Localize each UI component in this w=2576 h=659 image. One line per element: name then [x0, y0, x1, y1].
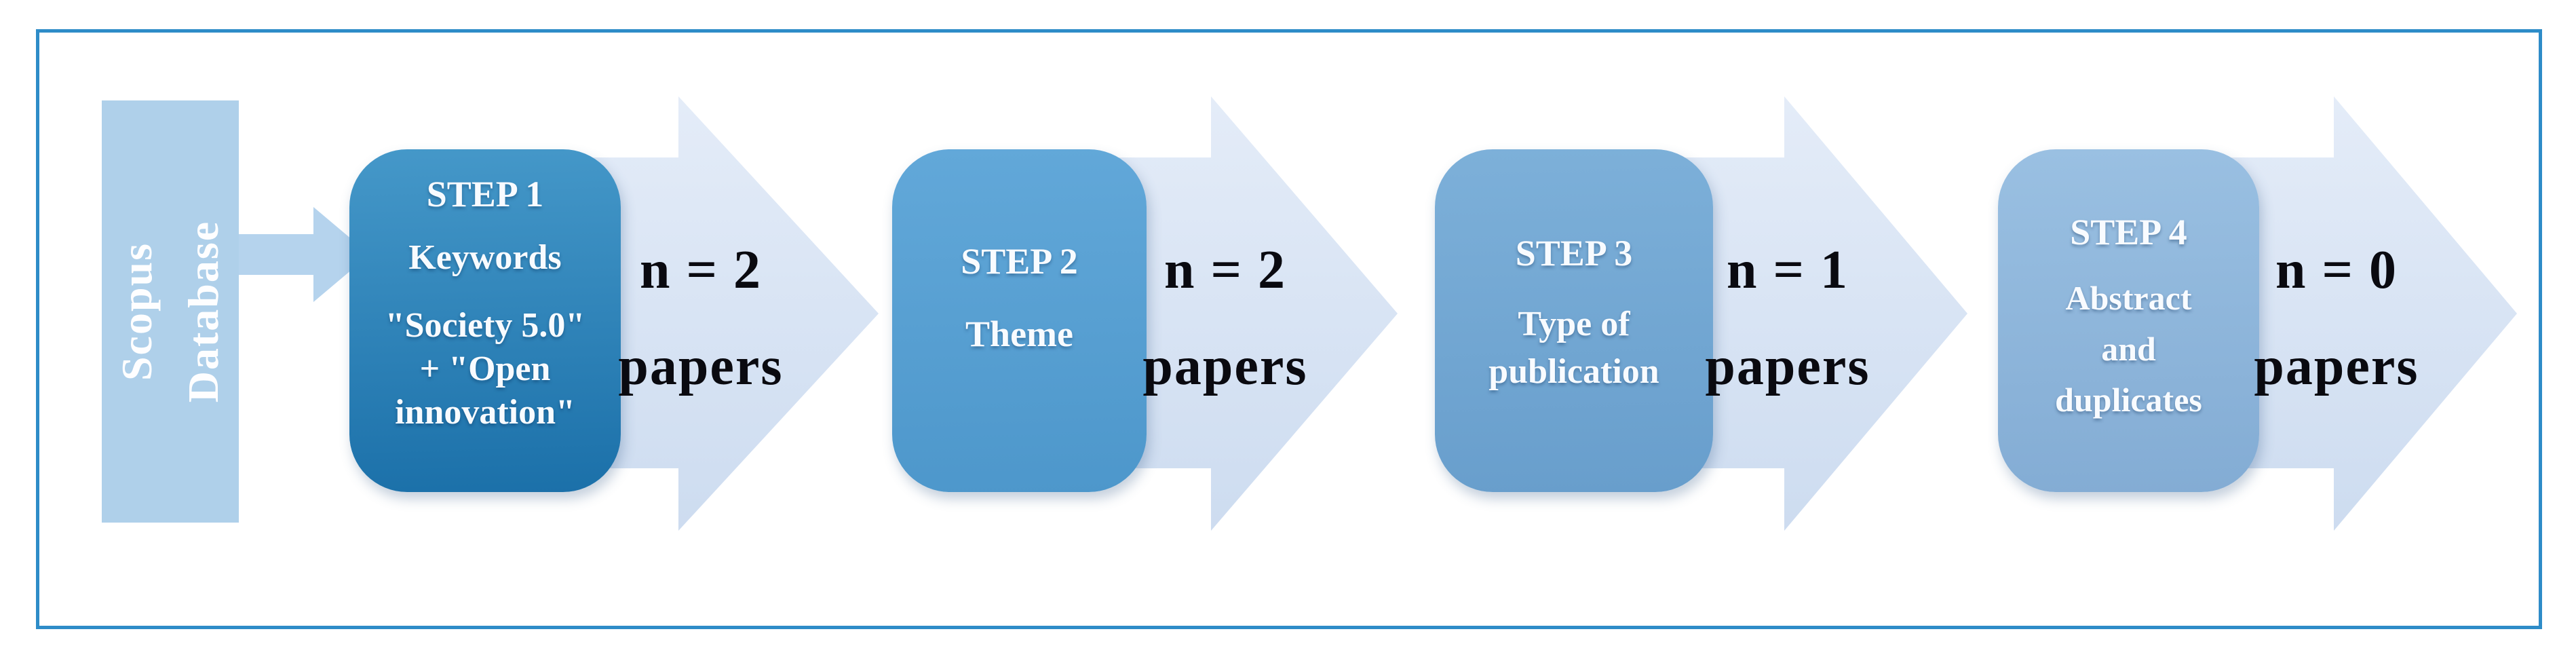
result-count-3: n = 1 papers	[1618, 239, 1957, 398]
step-4-box: STEP 4 Abstract and duplicates	[1998, 149, 2259, 492]
step-3-box: STEP 3 Type of publication	[1435, 149, 1713, 492]
step-1-keyword-line-3: innovation"	[395, 393, 575, 432]
step-1-keyword-line-1: "Society 5.0"	[385, 306, 585, 345]
figure-border	[36, 29, 2542, 629]
result-count-4-value: n = 0	[2275, 240, 2398, 300]
step-2-title: STEP 2	[961, 241, 1078, 282]
step-3-criterion-line-1: Type of	[1518, 305, 1630, 343]
step-3-criterion-line-2: publication	[1488, 352, 1659, 391]
step-1-keywords-label: Keywords	[408, 238, 562, 277]
result-count-1-unit: papers	[618, 337, 784, 396]
result-count-4: n = 0 papers	[2167, 239, 2506, 398]
step-1-keyword-line-2: + "Open	[419, 350, 551, 388]
step-4-criterion-line-1: Abstract	[2065, 279, 2192, 317]
result-count-2: n = 2 papers	[1056, 239, 1395, 398]
source-database-box: Scopus Database	[102, 100, 239, 523]
step-4-criterion-line-2: and	[2101, 330, 2156, 368]
source-connector-arrow-icon	[239, 207, 370, 302]
result-count-1: n = 2 papers	[531, 239, 870, 398]
step-2-box: STEP 2 Theme	[892, 149, 1147, 492]
step-1-box: STEP 1 Keywords "Society 5.0" + "Open in…	[349, 149, 621, 492]
step-4-title: STEP 4	[2070, 212, 2187, 252]
step-4-criterion-line-3: duplicates	[2055, 381, 2202, 419]
step-2-criterion: Theme	[965, 314, 1073, 354]
result-count-3-value: n = 1	[1726, 240, 1849, 300]
result-count-3-unit: papers	[1705, 337, 1870, 396]
result-count-4-unit: papers	[2254, 337, 2419, 396]
step-1-title: STEP 1	[426, 174, 544, 214]
result-count-2-unit: papers	[1142, 337, 1308, 396]
result-count-1-value: n = 2	[639, 240, 763, 300]
result-count-2-value: n = 2	[1164, 240, 1287, 300]
step-3-title: STEP 3	[1515, 233, 1633, 274]
